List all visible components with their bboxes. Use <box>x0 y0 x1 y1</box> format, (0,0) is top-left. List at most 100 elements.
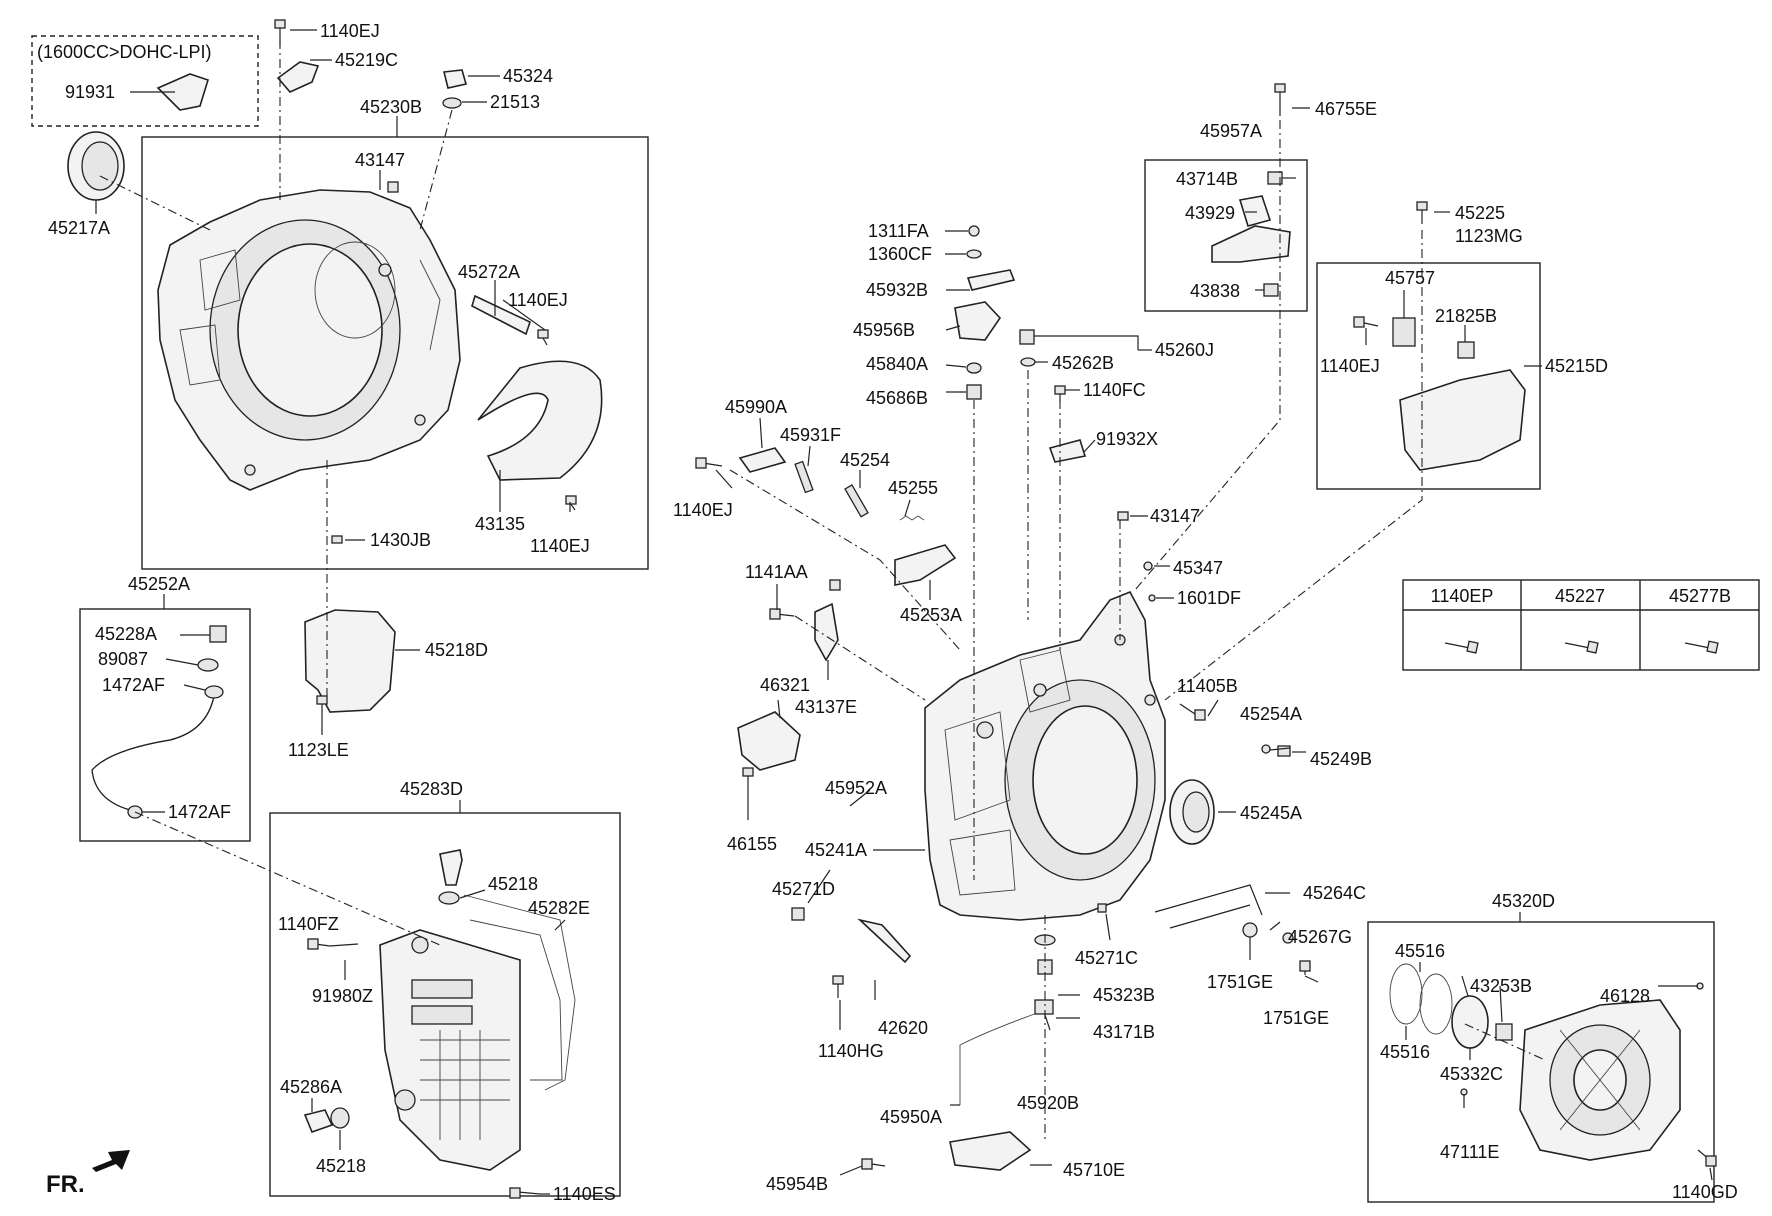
transaxle-case-drawing <box>924 590 1166 921</box>
part-label-45950A: 45950A <box>880 1107 942 1127</box>
plug-drawing <box>829 579 841 591</box>
plug-drawing <box>1242 922 1258 938</box>
plug-drawing <box>1143 561 1153 571</box>
washer-drawing <box>966 249 982 259</box>
part-label-45840A: 45840A <box>866 354 928 374</box>
part-label-43714B: 43714B <box>1176 169 1238 189</box>
part-label-45956B: 45956B <box>853 320 915 340</box>
group-box-45230B <box>141 136 649 570</box>
part-label-45272A: 45272A <box>458 262 520 282</box>
oil-seal-drawing <box>67 131 125 201</box>
rod-drawing <box>844 484 869 518</box>
inhibitor-switch-drawing <box>954 301 1002 341</box>
part-label-89087: 89087 <box>98 649 148 669</box>
part-label-43137E: 43137E <box>795 697 857 717</box>
bolt-drawing <box>695 457 723 469</box>
part-label-45260J: 45260J <box>1155 340 1214 360</box>
bolt-drawing <box>1416 201 1428 224</box>
part-label-1311FA: 1311FA <box>868 221 929 241</box>
part-label-45228A: 45228A <box>95 624 157 644</box>
valve-drawing <box>1019 329 1035 345</box>
pin-drawing <box>331 535 343 544</box>
part-label-1430JB: 1430JB <box>370 530 431 550</box>
oil-seal-drawing <box>1169 779 1215 845</box>
plug-drawing <box>1097 903 1107 913</box>
bolt-drawing <box>832 975 844 998</box>
part-label-45324: 45324 <box>503 66 553 86</box>
part-label-1751GE: 1751GE <box>1263 1008 1329 1028</box>
rod-drawing <box>794 460 814 494</box>
part-labels: (1600CC>DOHC-LPI) FR. 1140EJ 45219C 9193… <box>37 21 1738 1204</box>
lever-drawing <box>959 1011 1041 1105</box>
part-label-45225: 45225 <box>1455 203 1505 223</box>
variant-box <box>31 35 259 127</box>
oil-strainer-drawing <box>737 711 801 771</box>
part-label-43253B: 43253B <box>1470 976 1532 996</box>
part-label-46755E: 46755E <box>1315 99 1377 119</box>
group-box-45957A <box>1144 159 1308 312</box>
bolt-icon <box>1564 640 1599 654</box>
bracket-drawing <box>814 602 839 662</box>
part-label-45249B: 45249B <box>1310 749 1372 769</box>
o-ring-drawing <box>1389 963 1423 1025</box>
part-label-45282E: 45282E <box>528 898 590 918</box>
rod-drawing <box>738 447 787 473</box>
part-label-43135: 43135 <box>475 514 525 534</box>
part-label-43929: 43929 <box>1185 203 1235 223</box>
detent-spring-drawing <box>949 1131 1032 1171</box>
direction-label: FR. <box>46 1171 85 1198</box>
part-label-1140EJ: 1140EJ <box>530 536 590 556</box>
parking-sprag-drawing <box>894 544 957 586</box>
part-label-45323B: 45323B <box>1093 985 1155 1005</box>
part-label-45253A: 45253A <box>900 605 962 625</box>
part-label-45710E: 45710E <box>1063 1160 1125 1180</box>
part-label-1140HG: 1140HG <box>818 1041 884 1061</box>
part-label-1140ES: 1140ES <box>553 1184 616 1204</box>
part-label-91980Z: 91980Z <box>312 986 373 1006</box>
bearing-drawing <box>1451 995 1489 1049</box>
part-label-43171B: 43171B <box>1093 1022 1155 1042</box>
part-label-1140FC: 1140FC <box>1083 380 1146 400</box>
part-label-45932B: 45932B <box>866 280 928 300</box>
bracket-drawing <box>276 61 320 93</box>
plug-drawing <box>1148 594 1156 602</box>
part-label-47111E: 47111E <box>1440 1142 1499 1162</box>
nut-drawing <box>968 225 980 237</box>
part-label-91931: 91931 <box>65 82 115 102</box>
lever-drawing <box>966 269 1016 291</box>
bolt-table-header-3: 45277B <box>1669 586 1731 606</box>
part-label-1601DF: 1601DF <box>1177 588 1241 608</box>
part-label-1140GD: 1140GD <box>1672 1182 1738 1202</box>
group-box-45252A <box>79 608 251 842</box>
plug-drawing <box>387 181 399 193</box>
part-label-45264C: 45264C <box>1303 883 1366 903</box>
part-label-43147: 43147 <box>355 150 405 170</box>
bolt-drawing <box>861 1158 886 1170</box>
washer-drawing <box>438 891 460 905</box>
leader-lines <box>95 29 1713 1195</box>
plug-drawing <box>443 69 468 89</box>
rear-cover-drawing <box>1519 999 1681 1161</box>
part-label-46321: 46321 <box>760 675 810 695</box>
part-label-1141AA: 1141AA <box>745 562 808 582</box>
group-box-45215D <box>1316 262 1541 490</box>
part-label-45920B: 45920B <box>1017 1093 1079 1113</box>
converter-housing-drawing <box>157 189 461 491</box>
front-arrow-icon <box>92 1150 130 1172</box>
part-label-45230B: 45230B <box>360 97 422 117</box>
oil-pan-gasket-drawing <box>463 894 576 1091</box>
part-label-45254: 45254 <box>840 450 890 470</box>
part-label-45241A: 45241A <box>805 840 867 860</box>
bolt-drawing <box>1697 1149 1717 1167</box>
part-label-45516: 45516 <box>1380 1042 1430 1062</box>
part-label-45757: 45757 <box>1385 268 1435 288</box>
part-label-45686B: 45686B <box>866 388 928 408</box>
bolt-table-header-2: 45227 <box>1555 586 1605 606</box>
part-label-1140EJ: 1140EJ <box>508 290 568 310</box>
part-label-45990A: 45990A <box>725 397 787 417</box>
part-label-45215D: 45215D <box>1545 356 1608 376</box>
part-label-45218D: 45218D <box>425 640 488 660</box>
bracket-drawing <box>471 294 531 336</box>
part-label-21513: 21513 <box>490 92 540 112</box>
